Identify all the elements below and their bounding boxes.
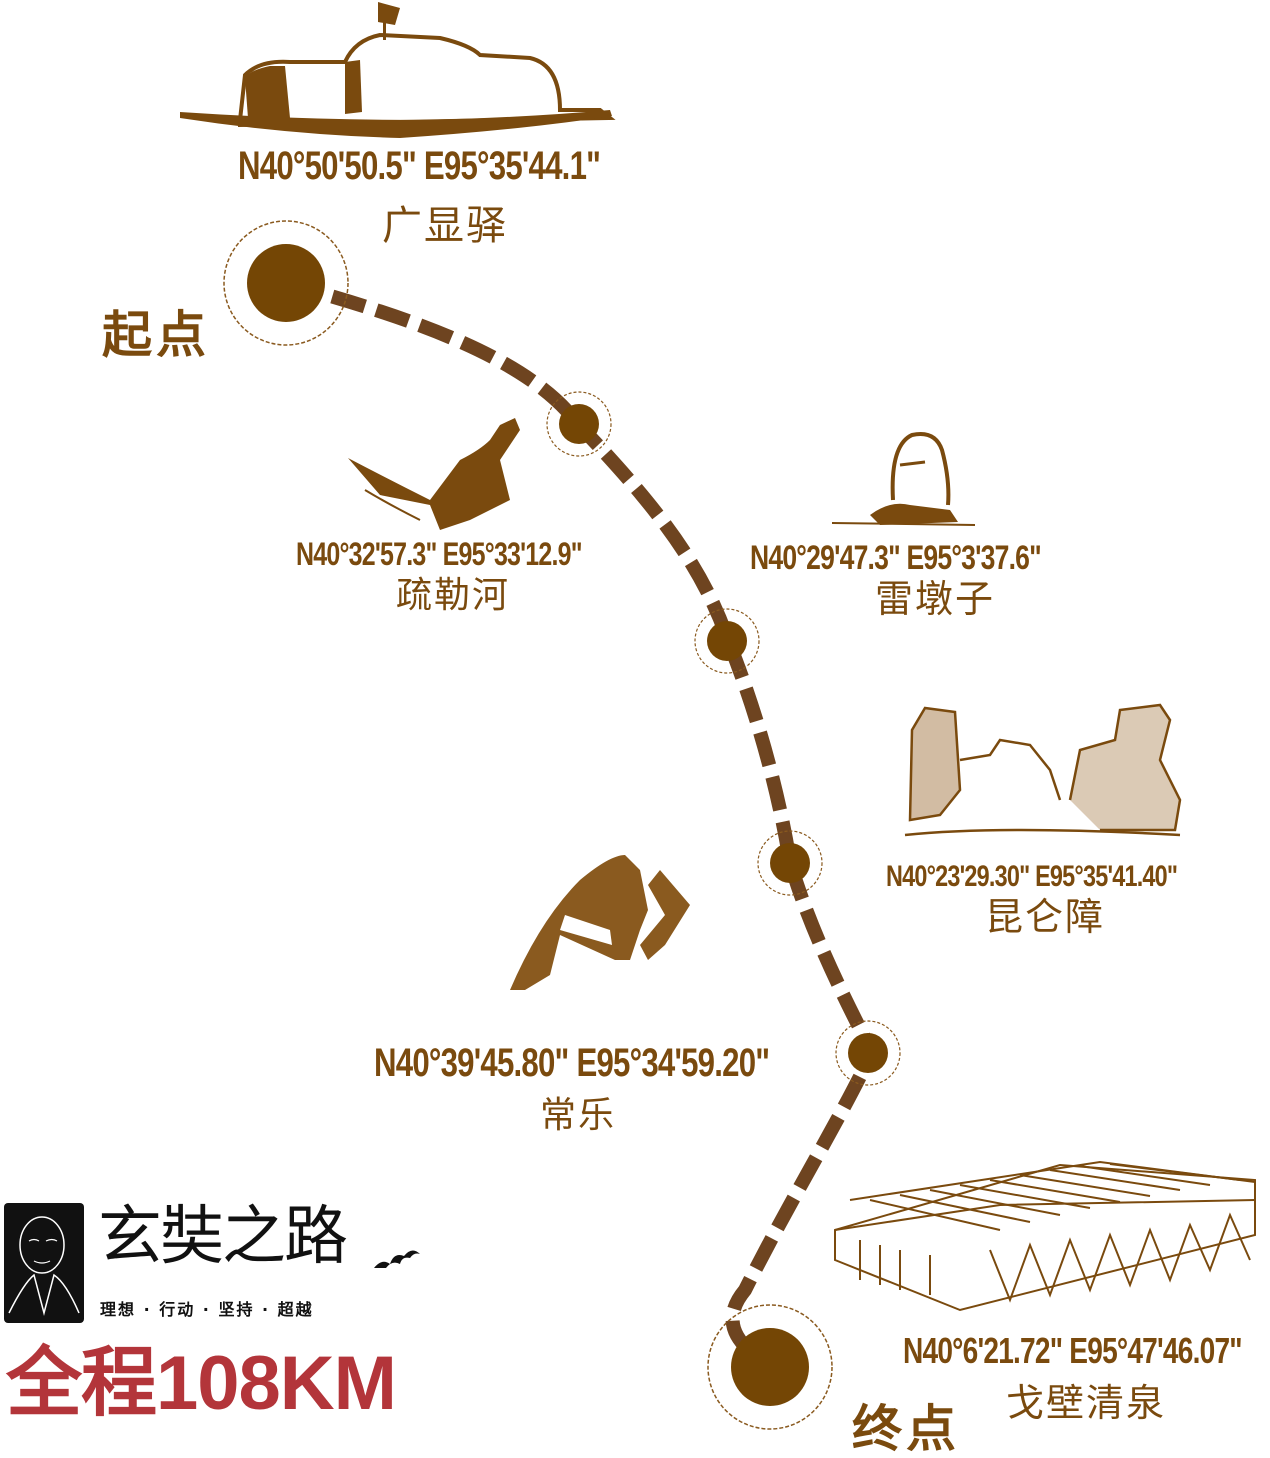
logo-title: 玄奘之路 bbox=[98, 1200, 348, 1274]
tent-sketch-icon bbox=[510, 855, 690, 990]
waypoint-name-shule-river: 疏勒河 bbox=[396, 575, 511, 616]
waypoint-marker-kunlunzhang[interactable] bbox=[757, 830, 823, 896]
canyon-sketch-icon bbox=[904, 703, 1182, 837]
waypoint-name-guangxianyi: 广显驿 bbox=[382, 203, 508, 249]
start-label: 起点 bbox=[102, 306, 210, 364]
ruined-fort-sketch-icon bbox=[180, 2, 616, 138]
waypoint-coords-changle: N40°39'45.80" E95°34'59.20" bbox=[374, 1041, 770, 1085]
waypoint-marker-changle[interactable] bbox=[835, 1020, 901, 1086]
waypoint-coords-leidunzi: N40°29'47.3" E95°3'37.6" bbox=[750, 539, 1042, 577]
logo-slogan: 理想 · 行动 · 坚持 · 超越 bbox=[100, 1300, 314, 1319]
rock-mound-sketch-icon bbox=[831, 432, 976, 526]
waypoint-name-leidunzi: 雷墩子 bbox=[875, 577, 996, 621]
waypoint-coords-gobi-spring: N40°6'21.72" E95°47'46.07" bbox=[903, 1330, 1243, 1371]
waypoint-name-kunlunzhang: 昆仑障 bbox=[985, 895, 1106, 939]
waypoint-coords-shule-river: N40°32'57.3" E95°33'12.9" bbox=[296, 536, 583, 572]
end-marker[interactable] bbox=[707, 1304, 833, 1430]
waypoint-marker-leidunzi[interactable] bbox=[694, 608, 760, 674]
river-sketch-icon bbox=[348, 418, 520, 530]
waypoint-coords-guangxianyi: N40°50'50.5" E95°35'44.1" bbox=[238, 144, 601, 188]
start-marker[interactable] bbox=[223, 220, 349, 346]
monk-portrait-icon bbox=[4, 1203, 84, 1323]
cloud-swirl-icon bbox=[374, 1250, 420, 1268]
waypoint-name-changle: 常乐 bbox=[540, 1095, 617, 1136]
route-path bbox=[286, 277, 880, 1372]
pavilion-structure-sketch-icon bbox=[834, 1160, 1256, 1312]
waypoint-name-gobi-spring: 戈壁清泉 bbox=[1006, 1381, 1167, 1425]
total-distance: 全程108KM bbox=[6, 1341, 397, 1426]
waypoint-marker-shule-river[interactable] bbox=[546, 391, 612, 457]
end-label: 终点 bbox=[852, 1400, 960, 1458]
waypoint-coords-kunlunzhang: N40°23'29.30" E95°35'41.40" bbox=[886, 860, 1178, 893]
